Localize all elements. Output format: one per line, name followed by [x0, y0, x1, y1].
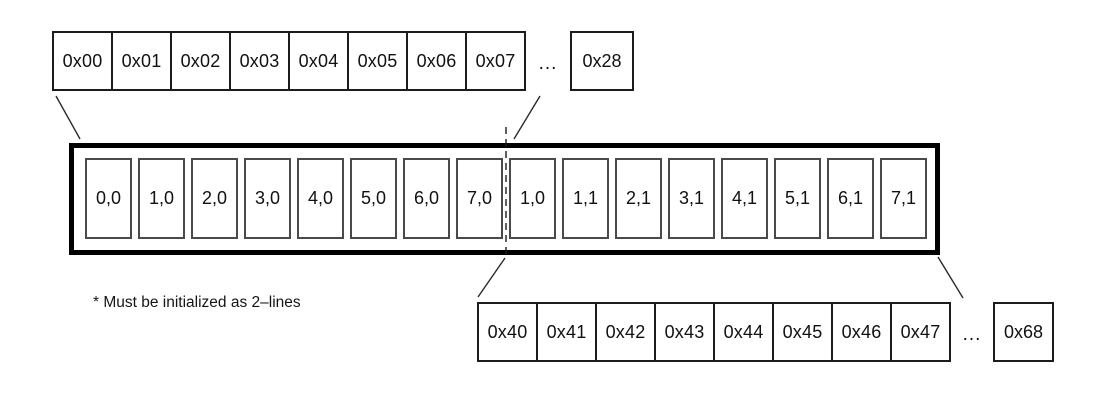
connector-line-top-right [513, 95, 541, 140]
buffer-cell: 0,0 [85, 158, 132, 239]
address-cell: 0x42 [595, 302, 656, 362]
connector-line-bottom-left [477, 257, 506, 298]
buffer-cell: 6,0 [403, 158, 450, 239]
buffer-cell: 3,1 [668, 158, 715, 239]
buffer-cell: 3,0 [244, 158, 291, 239]
buffer-cell: 6,1 [827, 158, 874, 239]
address-cell: 0x43 [654, 302, 715, 362]
address-cell: 0x44 [713, 302, 774, 362]
ellipsis: ... [538, 53, 558, 74]
address-cell: 0x45 [772, 302, 833, 362]
address-cell-last: 0x28 [570, 31, 634, 91]
buffer-cell: 2,0 [191, 158, 238, 239]
address-cell: 0x04 [288, 31, 349, 91]
buffer-cell: 7,0 [456, 158, 503, 239]
buffer-cell: 1,1 [562, 158, 609, 239]
connector-line-top-left [55, 95, 81, 140]
buffer-cell: 4,0 [297, 158, 344, 239]
address-cell: 0x47 [890, 302, 951, 362]
address-cell: 0x01 [111, 31, 172, 91]
line2-address-row: 0x40 0x41 0x42 0x43 0x44 0x45 0x46 0x47 … [477, 302, 1054, 362]
buffer-cell: 1,0 [509, 158, 556, 239]
footnote: * Must be initialized as 2–lines [93, 294, 301, 311]
line1-address-row: 0x00 0x01 0x02 0x03 0x04 0x05 0x06 0x07 … [52, 31, 634, 91]
address-cell: 0x00 [52, 31, 113, 91]
address-cell-last: 0x68 [993, 302, 1054, 362]
ellipsis: ... [962, 324, 982, 345]
buffer-cell: 2,1 [615, 158, 662, 239]
buffer-cell: 1,0 [138, 158, 185, 239]
address-cell: 0x41 [536, 302, 597, 362]
address-cell: 0x46 [831, 302, 892, 362]
address-cell: 0x40 [477, 302, 538, 362]
buffer-cell: 5,0 [350, 158, 397, 239]
address-cell: 0x07 [465, 31, 526, 91]
display-buffer-box: 0,0 1,0 2,0 3,0 4,0 5,0 6,0 7,0 1,0 1,1 … [69, 143, 940, 255]
address-cell: 0x05 [347, 31, 408, 91]
address-cell: 0x06 [406, 31, 467, 91]
buffer-cell: 4,1 [721, 158, 768, 239]
buffer-cell: 5,1 [774, 158, 821, 239]
address-cell: 0x02 [170, 31, 231, 91]
buffer-cell: 7,1 [880, 158, 927, 239]
address-cell: 0x03 [229, 31, 290, 91]
connector-line-bottom-right [937, 256, 964, 299]
